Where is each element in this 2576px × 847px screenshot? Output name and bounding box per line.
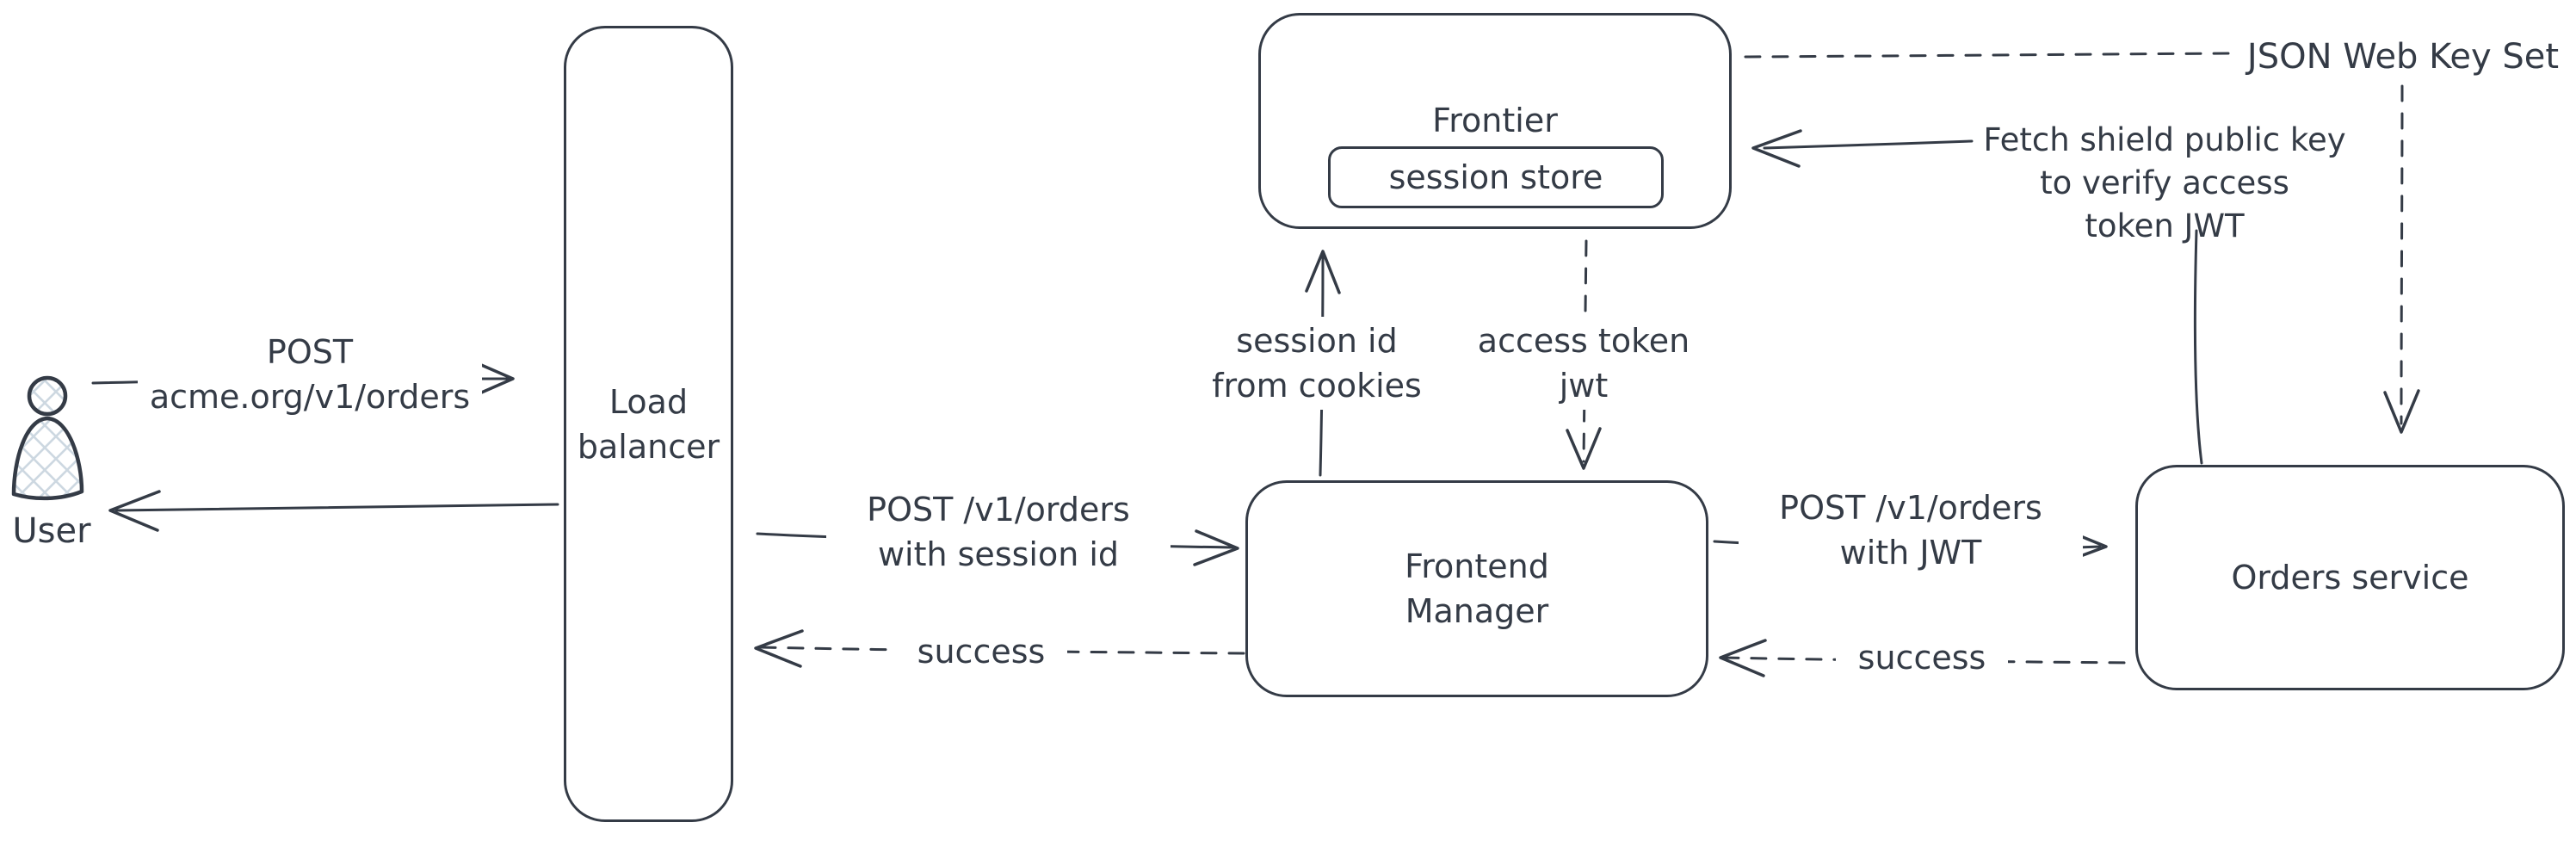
fetch-arrow-tail-curve: [2193, 229, 2203, 465]
edge-label-success-left: success: [895, 628, 1067, 676]
edge-label-post-with-session-id: POST /v1/orders with session id: [826, 485, 1171, 578]
node-frontier: Frontier session store: [1258, 13, 1732, 229]
node-load-balancer: Load balancer: [564, 26, 733, 822]
arrowhead-left: [754, 629, 804, 668]
arrow-load-balancer-to-user: [108, 490, 559, 532]
user-label: User: [12, 511, 91, 551]
user-icon-head: [27, 375, 68, 417]
node-session-store: session store: [1328, 146, 1664, 208]
arrowhead-left: [1751, 129, 1802, 168]
node-frontend-manager: Frontend Manager: [1245, 480, 1708, 697]
jwks-label: JSON Web Key Set: [2246, 37, 2560, 77]
arrow-orders-service-to-frontier: [1751, 129, 2203, 465]
arrowhead-up: [1305, 250, 1341, 294]
arrowhead-right: [1193, 529, 1239, 566]
edge-label-post-acme-orders: POST acme.org/v1/orders: [138, 328, 482, 421]
orders-service-label: Orders service: [2231, 559, 2469, 597]
arrowhead-left: [1719, 639, 1767, 677]
user-icon: [11, 375, 84, 501]
arrowhead-right: [470, 360, 515, 399]
fetch-arrow-line: [1763, 139, 1974, 150]
line-frontier-to-jwks: [1744, 52, 2231, 59]
arrowhead-down: [2383, 389, 2420, 434]
arrow-frontier-to-frontend-manager: [1566, 239, 1602, 470]
arrowhead-left: [108, 490, 161, 532]
arrowhead-down: [1566, 427, 1602, 470]
edge-label-post-with-jwt: POST /v1/orders with JWT: [1739, 484, 2083, 577]
edge-label-access-token-jwt: access token jwt: [1455, 317, 1713, 410]
frontier-label: Frontier: [1432, 102, 1558, 139]
node-orders-service: Orders service: [2135, 465, 2565, 690]
load-balancer-label: Load balancer: [577, 382, 720, 466]
edge-label-fetch-shield-public-key: Fetch shield public key to verify access…: [1983, 121, 2346, 244]
arrow-jwks-to-orders-service: [2383, 84, 2420, 434]
edge-label-session-id-from-cookies: session id from cookies: [1188, 317, 1446, 410]
user-icon-body: [11, 416, 84, 501]
frontend-manager-label: Frontend Manager: [1405, 547, 1549, 630]
edge-label-success-right: success: [1836, 634, 2008, 682]
session-store-label: session store: [1388, 158, 1603, 196]
